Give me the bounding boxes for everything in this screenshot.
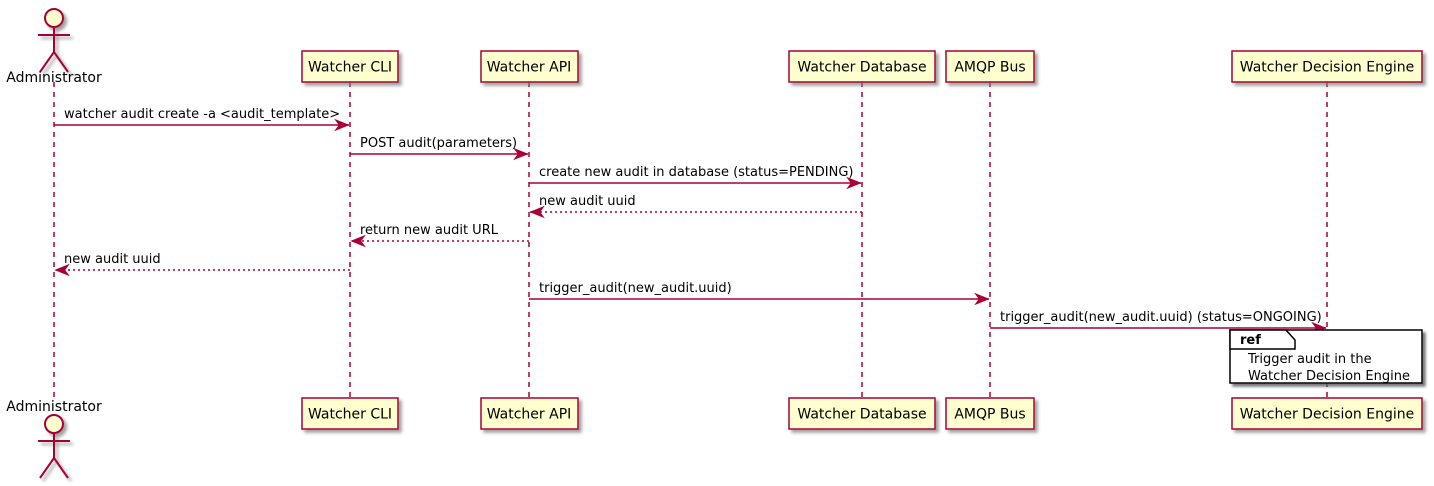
participant-box xyxy=(945,50,1035,83)
participant-box xyxy=(1231,50,1423,83)
participant-watcher-decision-engine-bottom[interactable]: Watcher Decision Engine xyxy=(1231,397,1423,430)
participant-watcher-database-bottom[interactable]: Watcher Database xyxy=(788,397,936,430)
participant-label: Watcher API xyxy=(487,60,572,76)
participant-box xyxy=(480,397,579,430)
message-7-watcher-api-to-amqp-bus[interactable]: trigger_audit(new_audit.uuid) xyxy=(529,281,990,306)
message-6-watcher-cli-to-administrator[interactable]: new audit uuid xyxy=(54,252,350,277)
participant-box xyxy=(1231,397,1423,430)
participant-amqp-bus-top[interactable]: AMQP Bus xyxy=(945,50,1035,83)
ref-frame xyxy=(1229,329,1423,384)
message-1-administrator-to-watcher-cli[interactable]: watcher audit create -a <audit_template> xyxy=(54,107,350,132)
messages-group: watcher audit create -a <audit_template>… xyxy=(54,107,1327,335)
participant-box xyxy=(788,397,936,430)
participant-label: Watcher API xyxy=(487,407,572,423)
ref-body-line-1: Trigger audit in the xyxy=(1247,352,1372,367)
participants-top-group: Watcher CLI Watcher API Watcher Database AM… xyxy=(301,50,1423,83)
message-label: create new audit in database (status=PEN… xyxy=(539,165,854,180)
participant-watcher-api-bottom[interactable]: Watcher API xyxy=(480,397,579,430)
message-2-watcher-cli-to-watcher-api[interactable]: POST audit(parameters) xyxy=(350,136,529,161)
message-5-watcher-api-to-watcher-cli[interactable]: return new audit URL xyxy=(350,223,529,248)
participant-box xyxy=(788,50,936,83)
participant-label: Watcher CLI xyxy=(308,60,392,76)
ref-keyword-label: ref xyxy=(1240,333,1261,348)
message-label: new audit uuid xyxy=(64,252,161,267)
actor-label: Administrator xyxy=(6,70,102,86)
message-4-watcher-database-to-watcher-api[interactable]: new audit uuid xyxy=(529,194,862,219)
participants-bottom-group: Watcher CLI Watcher API Watcher Database AM… xyxy=(301,397,1423,430)
actors-top-group: Administrator xyxy=(6,8,102,86)
actor-head-icon xyxy=(44,8,64,28)
message-label: watcher audit create -a <audit_template> xyxy=(64,107,340,122)
message-label: trigger_audit(new_audit.uuid) (status=ON… xyxy=(1000,310,1322,325)
participant-box xyxy=(480,50,579,83)
participant-box xyxy=(301,397,399,430)
actor-leg-right-icon xyxy=(53,457,69,479)
actor-administrator-bottom[interactable] xyxy=(38,414,70,479)
actor-label: Administrator xyxy=(6,399,102,415)
message-label: trigger_audit(new_audit.uuid) xyxy=(539,281,732,296)
actor-leg-left-icon xyxy=(39,51,55,73)
participant-label: Watcher Database xyxy=(797,60,926,76)
message-label: return new audit URL xyxy=(360,223,499,238)
actor-administrator-top[interactable] xyxy=(38,8,70,73)
message-3-watcher-api-to-watcher-database[interactable]: create new audit in database (status=PEN… xyxy=(529,165,862,190)
participant-label: AMQP Bus xyxy=(954,60,1025,76)
participant-amqp-bus-bottom[interactable]: AMQP Bus xyxy=(945,397,1035,430)
participant-label: Watcher Database xyxy=(797,407,926,423)
lifelines-group xyxy=(53,82,1328,398)
participant-label: AMQP Bus xyxy=(954,407,1025,423)
message-label: POST audit(parameters) xyxy=(360,136,517,151)
ref-tab xyxy=(1229,329,1296,350)
participant-label: Watcher CLI xyxy=(308,407,392,423)
message-8-amqp-bus-to-watcher-decision-engine[interactable]: trigger_audit(new_audit.uuid) (status=ON… xyxy=(990,310,1327,335)
participant-watcher-decision-engine-top[interactable]: Watcher Decision Engine xyxy=(1231,50,1423,83)
participant-watcher-database-top[interactable]: Watcher Database xyxy=(788,50,936,83)
participant-watcher-cli-bottom[interactable]: Watcher CLI xyxy=(301,397,399,430)
participant-label: Watcher Decision Engine xyxy=(1240,60,1414,76)
actor-leg-left-icon xyxy=(39,457,55,479)
ref-body-line-2: Watcher Decision Engine xyxy=(1248,369,1410,384)
participant-box xyxy=(945,397,1035,430)
participant-box xyxy=(301,50,399,83)
participant-label: Watcher Decision Engine xyxy=(1240,407,1414,423)
message-label: new audit uuid xyxy=(539,194,636,209)
participant-watcher-api-top[interactable]: Watcher API xyxy=(480,50,579,83)
actors-bottom-group: Administrator xyxy=(6,399,102,479)
actor-head-icon xyxy=(44,414,64,434)
participant-watcher-cli-top[interactable]: Watcher CLI xyxy=(301,50,399,83)
actor-leg-right-icon xyxy=(53,51,69,73)
